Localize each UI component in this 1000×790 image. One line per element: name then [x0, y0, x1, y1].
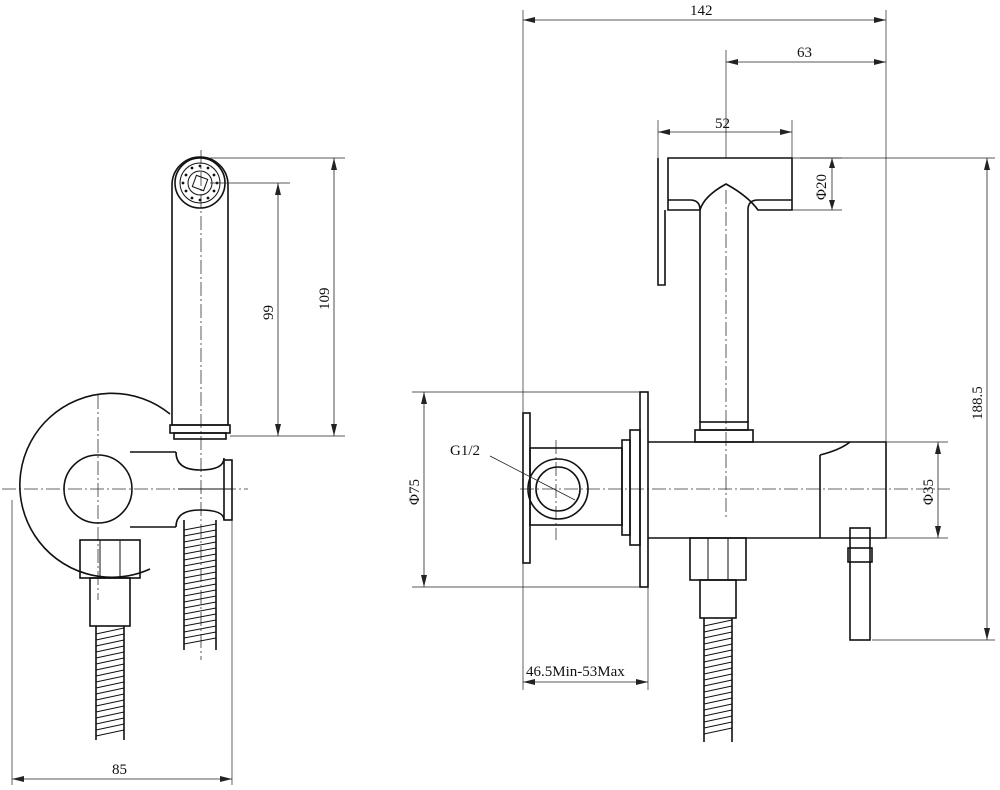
dim-handle-length: 52 [715, 116, 730, 132]
side-view: G1/2 142 63 52 Φ20 [407, 3, 995, 742]
dim-handle-dia: Φ20 [814, 174, 830, 200]
dim-height-overall: 188.5 [970, 386, 986, 420]
dim-body-dia: Φ35 [921, 479, 937, 505]
dim-rosette-dia: Φ75 [407, 479, 423, 505]
front-view: 85 99 109 [2, 150, 345, 785]
dim-spray-overall: 109 [317, 288, 333, 311]
dim-spray-length: 99 [261, 305, 277, 320]
dim-width-overall: 142 [690, 3, 713, 19]
label-thread: G1/2 [450, 443, 480, 459]
dim-depth-range: 46.5Min-53Max [526, 664, 625, 680]
dim-front-width: 85 [112, 762, 127, 778]
dim-offset: 63 [797, 45, 812, 61]
spray-nozzle-dots [181, 164, 219, 202]
